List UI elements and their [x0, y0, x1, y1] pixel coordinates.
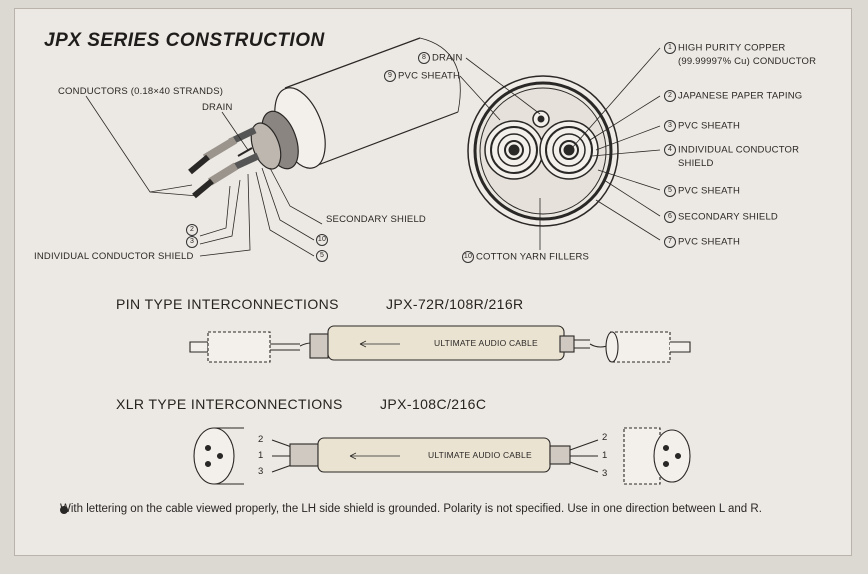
footnote: With lettering on the cable viewed prope… [60, 503, 762, 515]
xlr-left-pin-2: 2 [258, 434, 264, 445]
pin-section-models: JPX-72R/108R/216R [386, 296, 524, 312]
label-num-5: 5 [316, 250, 330, 262]
xlr-right-pin-2: 2 [602, 432, 608, 443]
note-bullet [60, 506, 68, 514]
cable-leaders [85, 95, 323, 257]
xlr-section-models: JPX-108C/216C [380, 396, 487, 412]
label-conductors: CONDUCTORS (0.18×40 STRANDS) [58, 86, 224, 97]
cross-section-leaders [459, 47, 661, 250]
xlr-cable-drawing [193, 427, 691, 485]
pin-cable-text: ULTIMATE AUDIO CABLE [434, 338, 538, 348]
label-num-2: 2 [186, 224, 200, 236]
xlr-right-pin-1: 1 [602, 450, 608, 461]
cs-label-copper-2: (99.99997% Cu) CONDUCTOR [678, 56, 817, 67]
xlr-right-pin-3: 3 [602, 468, 608, 479]
pin-cable-drawing [189, 325, 691, 363]
xlr-left-pin-1: 1 [258, 450, 264, 461]
label-secondary-shield: SECONDARY SHIELD [326, 214, 426, 225]
xlr-section-heading: XLR TYPE INTERCONNECTIONS [116, 396, 343, 412]
cable-cutaway [188, 37, 461, 199]
label-drain: DRAIN [202, 102, 233, 113]
label-num-10: 10 [316, 234, 330, 246]
label-num-3: 3 [186, 236, 200, 248]
xlr-cable-text: ULTIMATE AUDIO CABLE [428, 450, 532, 460]
cs-label-individual-shield-2: SHIELD [678, 158, 714, 169]
page-title: JPX SERIES CONSTRUCTION [44, 30, 325, 51]
pin-section-heading: PIN TYPE INTERCONNECTIONS [116, 296, 339, 312]
cross-section [467, 75, 619, 227]
label-individual-conductor-shield: INDIVIDUAL CONDUCTOR SHIELD [34, 251, 194, 262]
xlr-left-pin-3: 3 [258, 466, 264, 477]
